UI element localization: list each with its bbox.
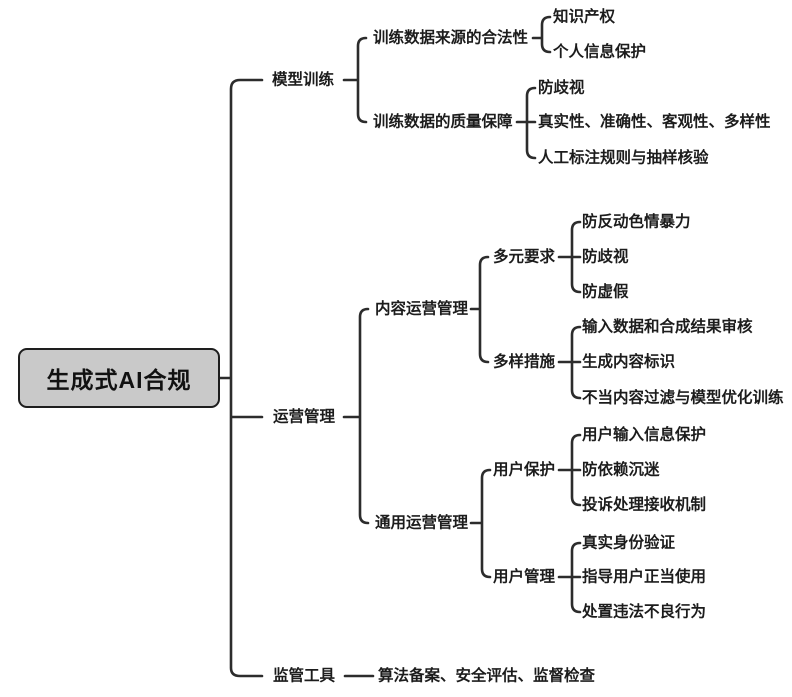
connector-operations-bracket xyxy=(342,307,370,525)
connector-user-management-bracket xyxy=(557,541,582,614)
node-training-data-quality[interactable]: 训练数据的质量保障 xyxy=(373,113,513,131)
node-user-management[interactable]: 用户管理 xyxy=(493,568,556,586)
node-handle-illegal-behavior[interactable]: 处置违法不良行为 xyxy=(582,603,707,621)
node-model-training[interactable]: 模型训练 xyxy=(272,71,335,89)
node-generated-content-labeling[interactable]: 生成内容标识 xyxy=(582,353,676,371)
connector-quality-assurance-bracket xyxy=(515,86,537,160)
node-guide-proper-use[interactable]: 指导用户正当使用 xyxy=(582,568,707,586)
node-root[interactable]: 生成式AI合规 xyxy=(18,348,220,408)
node-intellectual-property[interactable]: 知识产权 xyxy=(553,8,616,26)
node-user-protection[interactable]: 用户保护 xyxy=(493,461,556,479)
connector-general-ops-bracket xyxy=(469,468,492,579)
connector-user-protection-bracket xyxy=(557,433,582,507)
node-anti-dependence-addiction[interactable]: 防依赖沉迷 xyxy=(582,461,660,479)
node-operations-management[interactable]: 运营管理 xyxy=(273,408,336,426)
node-regulatory-tools[interactable]: 监管工具 xyxy=(273,667,336,685)
node-training-data-source-legality[interactable]: 训练数据来源的合法性 xyxy=(373,29,529,47)
connector-model-training-bracket xyxy=(342,36,368,124)
node-filing-assessment-inspection[interactable]: 算法备案、安全评估、监督检查 xyxy=(378,667,596,685)
node-real-identity-verification[interactable]: 真实身份验证 xyxy=(582,534,676,552)
node-input-output-review[interactable]: 输入数据和合成结果审核 xyxy=(582,318,753,336)
node-anti-discrimination-content[interactable]: 防歧视 xyxy=(582,248,629,266)
connector-source-legality-bracket xyxy=(531,15,552,54)
node-personal-info-protection[interactable]: 个人信息保护 xyxy=(553,43,647,61)
connector-root-trunk xyxy=(218,78,264,678)
node-content-filtering-model-optimization[interactable]: 不当内容过滤与模型优化训练 xyxy=(582,389,784,407)
node-anti-reactionary-porn-violence[interactable]: 防反动色情暴力 xyxy=(582,213,691,231)
node-data-attribute-requirements[interactable]: 真实性、准确性、客观性、多样性 xyxy=(538,113,771,131)
node-anti-discrimination-quality[interactable]: 防歧视 xyxy=(538,79,585,97)
node-user-input-protection[interactable]: 用户输入信息保护 xyxy=(582,426,707,444)
node-complaint-handling-mechanism[interactable]: 投诉处理接收机制 xyxy=(582,496,707,514)
connector-multi-requirements-bracket xyxy=(557,220,582,294)
node-content-operations[interactable]: 内容运营管理 xyxy=(375,300,469,318)
connector-various-measures-bracket xyxy=(557,325,582,400)
node-annotation-rules-sampling[interactable]: 人工标注规则与抽样核验 xyxy=(538,149,709,167)
node-anti-falsehood[interactable]: 防虚假 xyxy=(582,283,629,301)
node-various-measures[interactable]: 多样措施 xyxy=(493,353,556,371)
connector-content-ops-bracket xyxy=(469,255,490,364)
node-general-operations[interactable]: 通用运营管理 xyxy=(375,514,469,532)
node-multi-requirements[interactable]: 多元要求 xyxy=(493,248,556,266)
